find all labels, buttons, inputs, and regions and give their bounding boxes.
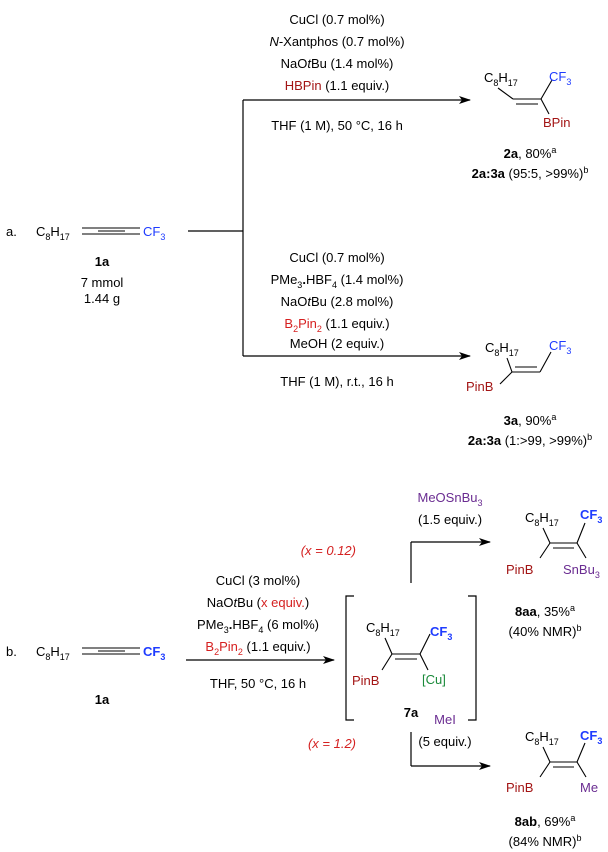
- product-8aa-bonds: [539, 522, 587, 559]
- intermediate-id: 7a: [404, 705, 419, 720]
- product-8ab-me: Me: [580, 780, 598, 795]
- product-8ab-yield: 8ab, 69%a: [515, 813, 576, 829]
- substrate-amount: 7 mmol: [81, 275, 124, 290]
- product-2a-yield: 2a, 80%a: [504, 145, 557, 161]
- product-8ab-nmr: (84% NMR)b: [509, 833, 582, 849]
- bottom-cond-b2pin2: B2Pin2 (1.1 equiv.): [284, 316, 389, 334]
- product-8ab-bonds: [539, 742, 587, 778]
- substrate-chain: C8H17: [36, 224, 70, 242]
- product-8ab-pinb: PinB: [506, 780, 533, 795]
- b-cond-cucl: CuCl (3 mol%): [216, 573, 301, 588]
- product-8aa-chain: C8H17: [525, 510, 559, 528]
- b-cond-naotbu: NaOtBu (x equiv.): [207, 595, 309, 610]
- alkyne-triple-bond: [82, 227, 140, 235]
- product-3a-bonds: [499, 351, 552, 385]
- lower-x-label: (x = 1.2): [308, 736, 356, 751]
- lower-reagent: MeI: [434, 712, 456, 727]
- alkyne-b-triple-bond: [82, 647, 140, 655]
- upper-reagent: MeOSnBu3: [418, 490, 483, 508]
- bottom-cond-cucl: CuCl (0.7 mol%): [289, 250, 384, 265]
- top-cond-cucl: CuCl (0.7 mol%): [289, 12, 384, 27]
- top-cond-naotbu: NaOtBu (1.4 mol%): [281, 56, 394, 71]
- substrate-id: 1a: [95, 254, 110, 269]
- intermediate-cu: [Cu]: [422, 672, 446, 687]
- bottom-cond-meoh: MeOH (2 equiv.): [290, 336, 384, 351]
- upper-x-label: (x = 0.12): [301, 543, 356, 558]
- product-2a-bonds: [497, 79, 553, 115]
- product-3a-cf3: CF3: [549, 338, 571, 356]
- bottom-cond-pme3: PMe3.HBF4 (1.4 mol%): [271, 272, 404, 290]
- part-b-label: b.: [6, 644, 17, 659]
- product-2a-bpin: BPin: [543, 115, 570, 130]
- intermediate-pinb: PinB: [352, 673, 379, 688]
- product-8ab-cf3: CF3: [580, 728, 602, 746]
- substrate-mass: 1.44 g: [84, 291, 120, 306]
- product-8aa-snbu3: SnBu3: [563, 562, 600, 580]
- substrate-b-cf3: CF3: [143, 644, 165, 662]
- upper-reagent-amount: (1.5 equiv.): [418, 512, 482, 527]
- b-cond-b2pin2: B2Pin2 (1.1 equiv.): [205, 639, 310, 657]
- b-cond-pme3: PMe3.HBF4 (6 mol%): [197, 617, 319, 635]
- intermediate-bonds: [381, 633, 431, 671]
- product-2a-cf3: CF3: [549, 69, 571, 87]
- intermediate-brackets: [345, 595, 477, 721]
- product-8aa-nmr: (40% NMR)b: [509, 623, 582, 639]
- product-2a-chain: C8H17: [484, 70, 518, 88]
- branch-lines: [188, 100, 244, 356]
- product-3a-pinb: PinB: [466, 379, 493, 394]
- bottom-cond-naotbu: NaOtBu (2.8 mol%): [281, 294, 394, 309]
- product-8aa-pinb: PinB: [506, 562, 533, 577]
- product-8ab-chain: C8H17: [525, 729, 559, 747]
- bottom-cond-solvent: THF (1 M), r.t., 16 h: [280, 374, 393, 389]
- top-cond-xantphos: N-Xantphos (0.7 mol%): [269, 34, 404, 49]
- top-cond-hbpin: HBPin (1.1 equiv.): [285, 78, 390, 93]
- lower-reagent-amount: (5 equiv.): [418, 734, 471, 749]
- part-a-label: a.: [6, 224, 17, 239]
- intermediate-cf3: CF3: [430, 624, 452, 642]
- product-2a-ratio: 2a:3a (95:5, >99%)b: [472, 165, 589, 181]
- product-3a-ratio: 2a:3a (1:>99, >99%)b: [468, 432, 592, 448]
- product-3a-chain: C8H17: [485, 340, 519, 358]
- product-3a-yield: 3a, 90%a: [504, 412, 557, 428]
- substrate-cf3: CF3: [143, 224, 165, 242]
- product-8aa-yield: 8aa, 35%a: [515, 603, 575, 619]
- intermediate-chain: C8H17: [366, 620, 400, 638]
- top-cond-solvent: THF (1 M), 50 °C, 16 h: [271, 118, 403, 133]
- substrate-b-id: 1a: [95, 692, 110, 707]
- substrate-b-chain: C8H17: [36, 644, 70, 662]
- product-8aa-cf3: CF3: [580, 507, 602, 525]
- b-cond-solvent: THF, 50 °C, 16 h: [210, 676, 306, 691]
